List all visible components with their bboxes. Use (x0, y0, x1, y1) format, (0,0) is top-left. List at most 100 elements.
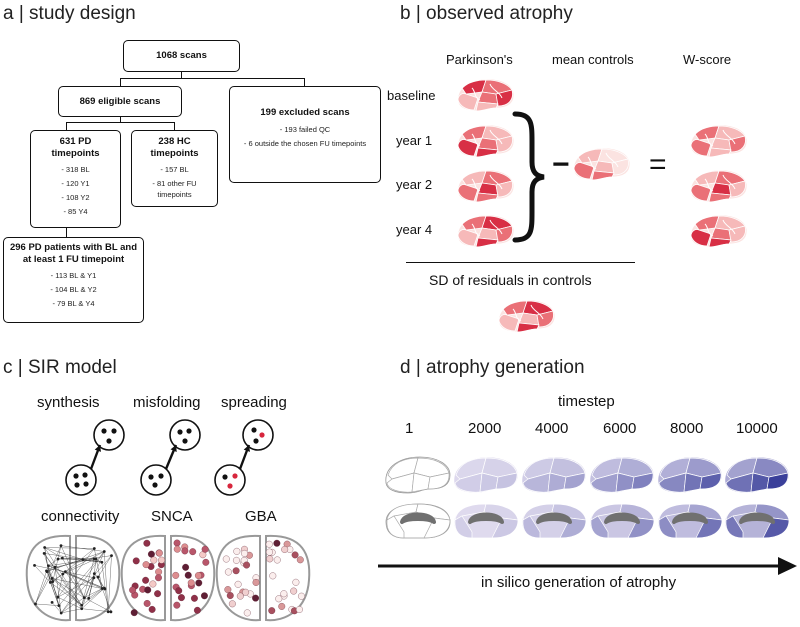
region-node (232, 567, 240, 575)
brain-region (563, 472, 586, 490)
network-node (51, 580, 55, 584)
brain-outline (690, 169, 748, 203)
brain-layer (385, 78, 790, 539)
network-node (92, 547, 96, 550)
connection-edge (62, 558, 97, 575)
region-node (291, 551, 299, 559)
brain-region (495, 472, 518, 490)
region-node (184, 571, 192, 579)
connection-edge (82, 555, 112, 560)
network-node (56, 557, 60, 561)
region-node (129, 586, 137, 594)
network-node (93, 557, 97, 561)
region-node (280, 590, 288, 598)
pd-brain-year-4 (457, 214, 515, 248)
box-pd-timepoints: 631 PD timepoints - 318 BL - 120 Y1 - 10… (30, 130, 121, 228)
network-node (92, 576, 96, 580)
pd-brain-year-1 (457, 124, 515, 158)
region-node (172, 571, 180, 579)
brain-sulcus (512, 304, 544, 322)
region-node (155, 549, 163, 557)
corpus-callosum (672, 512, 708, 524)
cell-circle (140, 464, 172, 496)
transition-arrow (164, 444, 178, 470)
protein-dot (222, 474, 228, 480)
connection-edge (65, 551, 105, 572)
brain-sulcus (704, 129, 736, 147)
brain-region (498, 314, 520, 332)
region-node (148, 605, 156, 613)
region-node (252, 579, 260, 586)
map-connectivity: connectivity (41, 508, 120, 525)
box-total-scans-label: 1068 scans (156, 50, 207, 61)
sir-layer (25, 419, 311, 622)
region-node (150, 556, 158, 564)
brain-outline (690, 214, 748, 248)
network-node (81, 558, 85, 561)
network-node (33, 563, 36, 567)
region-node (296, 556, 304, 564)
region-node (187, 579, 195, 587)
brain-region (457, 229, 479, 247)
patients-title: 296 PD patients with BL and at least 1 F… (9, 242, 138, 265)
cell-after (242, 419, 274, 451)
timestep-brain-lateral (385, 456, 451, 494)
connection-edge (58, 551, 105, 606)
region-node (278, 602, 286, 610)
region-node (143, 600, 151, 607)
pd-line: - 318 BL (61, 165, 90, 174)
region-node (155, 574, 162, 582)
network-node (103, 586, 106, 590)
region-node (200, 592, 208, 600)
region-node (182, 563, 190, 571)
protein-dot (232, 473, 238, 479)
region-node (193, 606, 201, 614)
brain-sulcus (471, 174, 503, 192)
region-node (233, 547, 241, 555)
cell-circle (169, 419, 201, 451)
excluded-line: - 6 outside the chosen FU timepoints (243, 139, 367, 148)
column-mean-controls: mean controls (552, 52, 634, 67)
brain-region (495, 135, 513, 153)
connection-edge (43, 553, 82, 609)
patients-line: - 79 BL & Y4 (52, 299, 95, 308)
network-node (82, 596, 86, 600)
region-node (273, 539, 281, 547)
connection-edge (35, 567, 56, 605)
box-pd-patients: 296 PD patients with BL and at least 1 F… (3, 237, 144, 323)
network-node (92, 572, 96, 576)
hc-title: 238 HC timepoints (150, 136, 199, 159)
arrow-label: in silico generation of atrophy (481, 574, 677, 591)
sd-residuals-label: SD of residuals in controls (429, 272, 592, 288)
brain-region (695, 517, 723, 539)
brain-region (690, 229, 712, 247)
network-node (50, 577, 54, 580)
protein-dot (158, 473, 164, 479)
connection-edge (43, 553, 62, 614)
box-total-scans: 1068 scans (123, 40, 240, 72)
connection-edge (43, 553, 82, 606)
connection-edge (81, 587, 105, 609)
panel-a-title: a | study design (3, 3, 136, 24)
region-node (236, 592, 244, 600)
protein-dot (82, 472, 88, 478)
brain-region (386, 515, 405, 539)
w-score-brain-year-1 (690, 124, 748, 158)
brain-region (457, 139, 479, 157)
row-label-year-2: year 2 (396, 177, 433, 192)
region-node (143, 539, 151, 547)
brain-outline (457, 124, 515, 158)
region-node (273, 556, 281, 564)
network-node (109, 610, 113, 614)
connection-edge (51, 578, 82, 606)
region-node (195, 579, 203, 587)
network-node (53, 565, 57, 569)
protein-dot (177, 429, 183, 435)
mechanism-synthesis: synthesis (37, 394, 100, 411)
brain-outline (573, 147, 631, 181)
timestep-brain-medial (453, 503, 519, 539)
connection-edge (57, 548, 95, 598)
protein-dot (101, 428, 107, 434)
